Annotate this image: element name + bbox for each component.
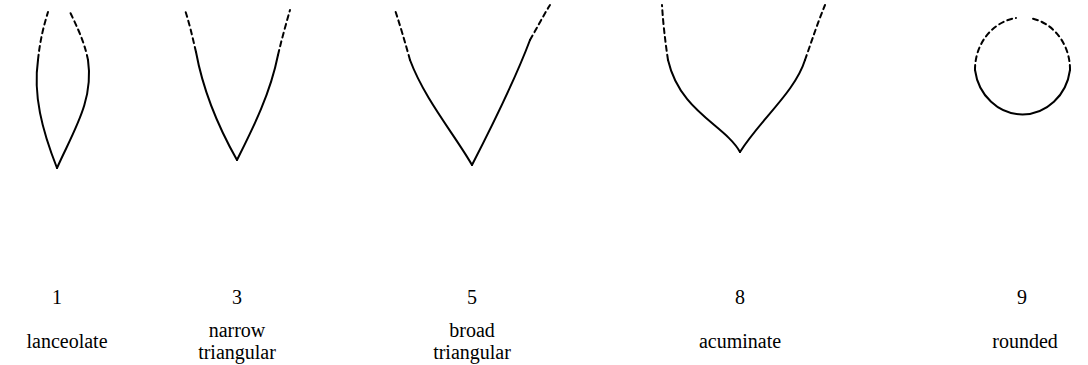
shape-name: narrow triangular bbox=[182, 319, 292, 363]
tip-outline bbox=[975, 70, 1070, 115]
tip-outline-dashed bbox=[278, 10, 290, 55]
callout-number: 9 bbox=[1002, 286, 1042, 308]
callout-number: 8 bbox=[720, 286, 760, 308]
tip-outline-dashed bbox=[975, 18, 1016, 70]
tip-outline bbox=[668, 60, 740, 152]
tip-outline bbox=[57, 60, 89, 168]
shape-name: broad triangular bbox=[417, 319, 527, 363]
tip-outline bbox=[37, 60, 57, 168]
tip-outline-dashed bbox=[662, 5, 668, 60]
tip-outline-dashed bbox=[1030, 18, 1070, 70]
shape-name: acuminate bbox=[675, 330, 805, 352]
tip-outline bbox=[410, 60, 472, 165]
tip-outline-dashed bbox=[395, 10, 410, 60]
tip-outline-dashed bbox=[38, 12, 48, 60]
tip-outline bbox=[237, 55, 278, 160]
callout-number: 5 bbox=[452, 286, 492, 308]
tip-outline-dashed bbox=[805, 5, 825, 60]
shape-name: rounded bbox=[970, 330, 1080, 352]
tip-outline bbox=[472, 40, 530, 165]
shape-name: lanceolate bbox=[2, 330, 132, 352]
tip-outline-dashed bbox=[185, 10, 196, 52]
callout-number: 1 bbox=[37, 286, 77, 308]
tip-outline-dashed bbox=[530, 5, 550, 40]
tip-outline-dashed bbox=[70, 12, 88, 60]
tip-outline bbox=[740, 60, 805, 152]
tip-outline bbox=[196, 52, 237, 160]
callout-number: 3 bbox=[217, 286, 257, 308]
